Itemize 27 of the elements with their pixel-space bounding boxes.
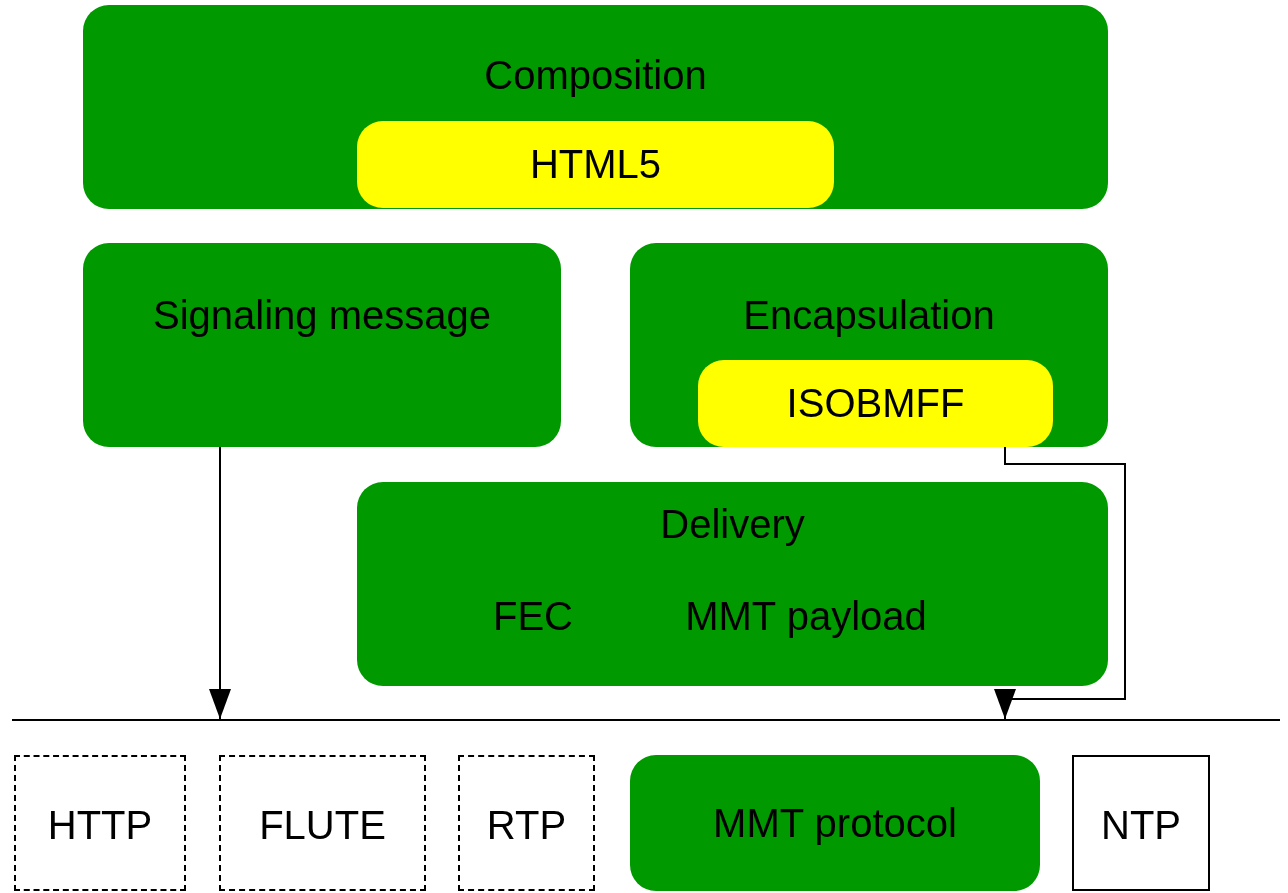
protocol-box — [458, 755, 595, 891]
protocol-box — [14, 755, 186, 891]
layer-label: Delivery — [659, 501, 806, 548]
layer-box — [357, 482, 1108, 686]
arrow — [209, 446, 231, 720]
component-label: FEC — [493, 593, 573, 640]
layer-label: HTTP — [46, 802, 154, 849]
protocol-box — [630, 755, 1040, 891]
format-badge — [698, 360, 1053, 447]
layer-label: HTML5 — [528, 141, 663, 188]
layer-label: Composition — [483, 52, 708, 99]
layer-label: Encapsulation — [742, 292, 996, 339]
layer-label: NTP — [1100, 802, 1182, 849]
layer-label: ISOBMFF — [785, 380, 966, 427]
layer-label: FLUTE — [258, 802, 387, 849]
protocol-box — [1072, 755, 1210, 891]
divider-line — [12, 719, 1280, 721]
layer-box — [83, 5, 1108, 209]
layer-box — [83, 243, 561, 447]
layer-box — [630, 243, 1108, 447]
layer-label: Signaling message — [152, 292, 492, 339]
layer-label: MMT protocol — [712, 800, 958, 847]
component-label: MMT payload — [685, 593, 927, 640]
format-badge — [357, 121, 834, 208]
layer-label: RTP — [485, 802, 568, 849]
arrow — [994, 446, 1126, 720]
protocol-box — [219, 755, 426, 891]
